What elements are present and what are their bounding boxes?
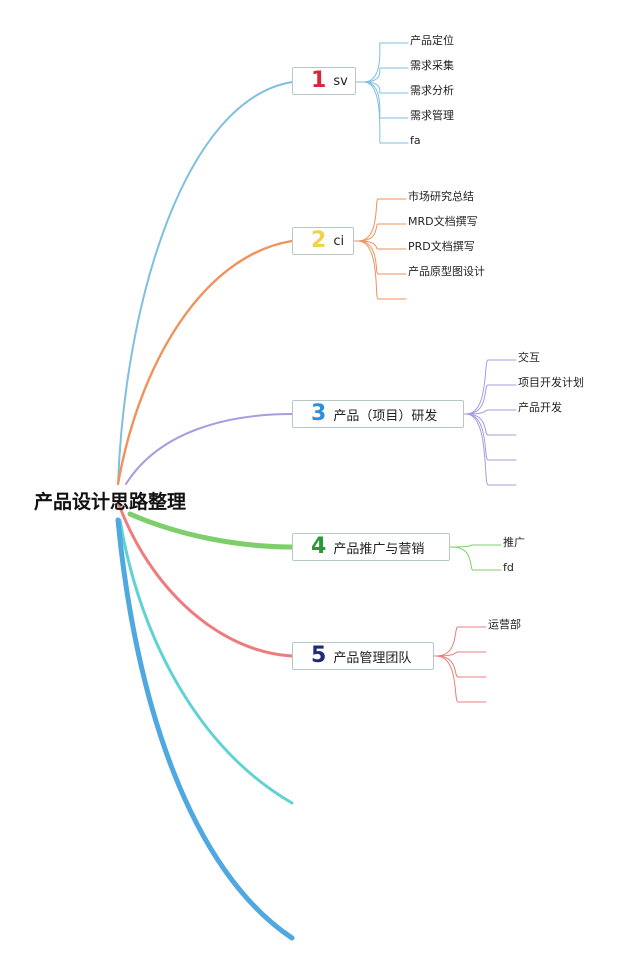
leaf-connector bbox=[435, 651, 487, 657]
leaf-topic[interactable]: 市场研究总结 bbox=[408, 190, 474, 203]
branch-label: 产品（项目）研发 bbox=[333, 408, 438, 424]
branch-number: 2 bbox=[311, 228, 327, 253]
branch-topic-3[interactable]: 3 产品（项目）研发 bbox=[292, 400, 464, 428]
leaf-topic[interactable]: 交互 bbox=[518, 351, 540, 364]
leaf-connector bbox=[451, 546, 502, 571]
leaf-connector bbox=[363, 81, 409, 119]
leaf-topic[interactable]: MRD文档撰写 bbox=[408, 215, 478, 228]
branch-label: sv bbox=[333, 73, 348, 89]
leaf-connector bbox=[465, 413, 517, 461]
branch-number: 5 bbox=[311, 643, 327, 668]
leaf-connector bbox=[435, 626, 487, 657]
leaf-topic[interactable]: 需求管理 bbox=[410, 109, 454, 122]
leaf-topic[interactable]: 需求分析 bbox=[410, 84, 454, 97]
leaf-topic[interactable]: fd bbox=[503, 561, 514, 574]
branch-number: 1 bbox=[311, 68, 327, 93]
leaf-connector bbox=[435, 655, 487, 703]
leaf-connector bbox=[357, 198, 407, 242]
leaf-connector bbox=[357, 240, 407, 250]
leaf-topic[interactable]: 推广 bbox=[503, 536, 525, 549]
leaf-connector bbox=[363, 42, 409, 83]
leaf-topic[interactable]: 需求采集 bbox=[410, 59, 454, 72]
branch-label: 产品管理团队 bbox=[333, 650, 412, 666]
leaf-connector bbox=[357, 240, 407, 275]
branch-topic-1[interactable]: 1 sv bbox=[292, 67, 356, 95]
leaf-connector bbox=[357, 223, 407, 242]
leaf-connector bbox=[465, 384, 517, 415]
branch-number: 3 bbox=[311, 401, 327, 426]
leaf-topic[interactable]: 项目开发计划 bbox=[518, 376, 584, 389]
leaf-connector bbox=[451, 544, 502, 548]
branch-topic-4[interactable]: 4 产品推广与营销 bbox=[292, 533, 450, 561]
root-topic[interactable]: 产品设计思路整理 bbox=[34, 491, 187, 513]
branch-topic-2[interactable]: 2 ci bbox=[292, 227, 354, 255]
branch-connector bbox=[127, 511, 295, 550]
branch-connector bbox=[117, 81, 293, 485]
leaf-topic[interactable]: fa bbox=[410, 134, 421, 147]
extra-branch-connector bbox=[115, 517, 295, 941]
branch-connector bbox=[125, 413, 293, 485]
leaf-connector bbox=[465, 359, 517, 415]
leaf-connector bbox=[435, 655, 487, 678]
extra-branch-connector bbox=[118, 518, 294, 805]
branch-number: 4 bbox=[311, 534, 327, 559]
leaf-connector bbox=[357, 240, 407, 300]
leaf-connector bbox=[363, 67, 409, 83]
leaf-topic[interactable]: 产品开发 bbox=[518, 401, 562, 414]
leaf-connector bbox=[363, 81, 409, 144]
branch-topic-5[interactable]: 5 产品管理团队 bbox=[292, 642, 434, 670]
branch-connector bbox=[116, 239, 294, 486]
branch-connector bbox=[116, 500, 294, 658]
leaf-connector bbox=[465, 413, 517, 436]
branch-label: 产品推广与营销 bbox=[333, 541, 425, 557]
leaf-connector bbox=[465, 413, 517, 486]
leaf-topic[interactable]: 产品原型图设计 bbox=[408, 265, 485, 278]
leaf-connector bbox=[363, 81, 409, 94]
branch-label: ci bbox=[333, 233, 345, 249]
leaf-topic[interactable]: 运营部 bbox=[488, 618, 521, 631]
leaf-topic[interactable]: 产品定位 bbox=[410, 34, 454, 47]
leaf-connector bbox=[465, 409, 517, 415]
leaf-topic[interactable]: PRD文档撰写 bbox=[408, 240, 475, 253]
